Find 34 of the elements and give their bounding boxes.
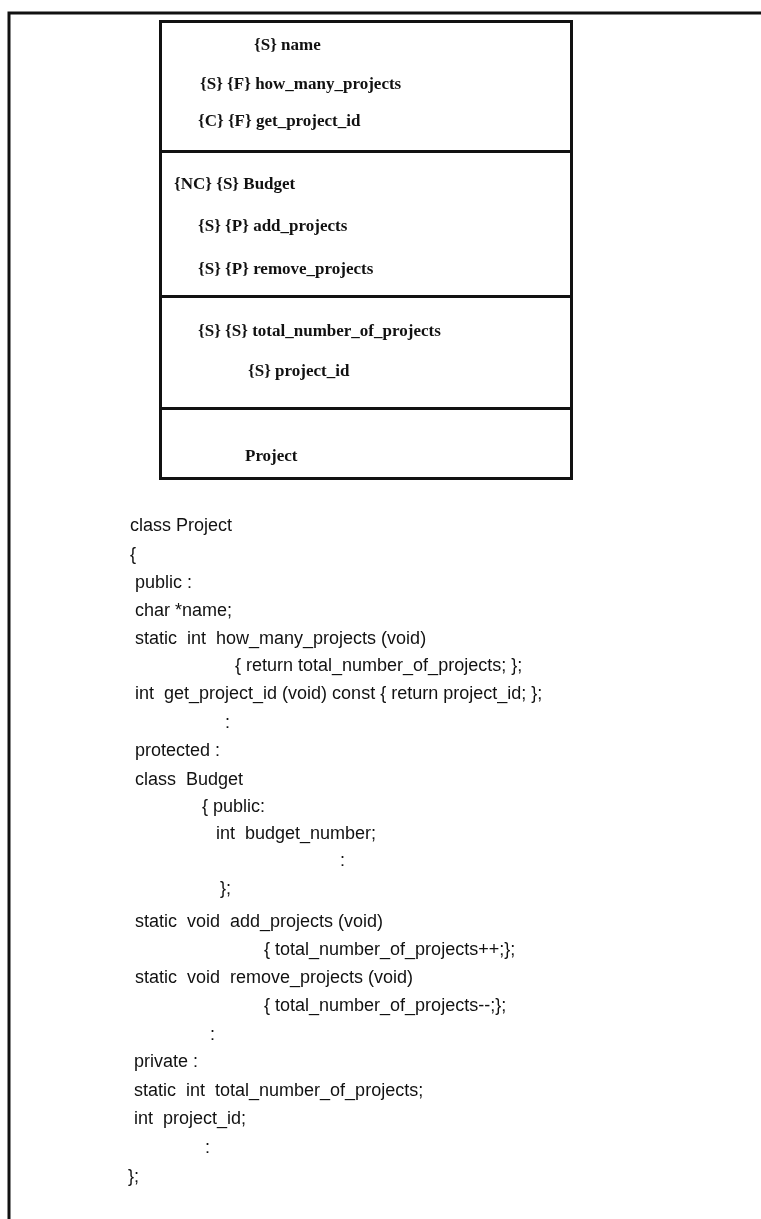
code-line: }; xyxy=(128,1165,139,1187)
code-line: { return total_number_of_projects; }; xyxy=(235,654,523,676)
class-name: Project xyxy=(245,446,298,466)
code-line: : xyxy=(225,711,230,733)
code-line: { public: xyxy=(202,795,266,817)
code-line: { xyxy=(130,543,136,565)
member-label: {S} {S} total_number_of_projects xyxy=(198,321,441,341)
member-label: {NC} {S} Budget xyxy=(174,174,296,194)
code-line: int get_project_id (void) const { return project_id; }; xyxy=(135,682,543,704)
code-line: static void add_projects (void) xyxy=(135,910,384,932)
member-label: {C} {F} get_project_id xyxy=(198,111,361,131)
code-line: class Budget xyxy=(135,768,244,790)
code-line: static void remove_projects (void) xyxy=(135,966,414,988)
code-line: : xyxy=(340,849,345,871)
code-line: int budget_number; xyxy=(216,822,377,844)
code-line: public : xyxy=(135,571,193,593)
code-line: { total_number_of_projects++;}; xyxy=(264,938,516,960)
code-line: int project_id; xyxy=(134,1107,247,1129)
code-line: char *name; xyxy=(135,599,233,621)
code-line: class Project xyxy=(130,514,233,536)
code-line: protected : xyxy=(135,739,221,761)
member-label: {S} {P} add_projects xyxy=(198,216,348,236)
member-label: {S} project_id xyxy=(248,361,350,381)
code-line: : xyxy=(210,1023,215,1045)
member-label: {S} name xyxy=(254,35,321,55)
member-label: {S} {P} remove_projects xyxy=(198,259,374,279)
code-line: private : xyxy=(134,1050,199,1072)
code-line: }; xyxy=(220,877,231,899)
code-line: { total_number_of_projects--;}; xyxy=(264,994,507,1016)
code-line: static int total_number_of_projects; xyxy=(134,1079,424,1101)
code-line: : xyxy=(205,1136,210,1158)
code-line: static int how_many_projects (void) xyxy=(135,627,427,649)
member-label: {S} {F} how_many_projects xyxy=(200,74,402,94)
class-box xyxy=(159,20,573,480)
